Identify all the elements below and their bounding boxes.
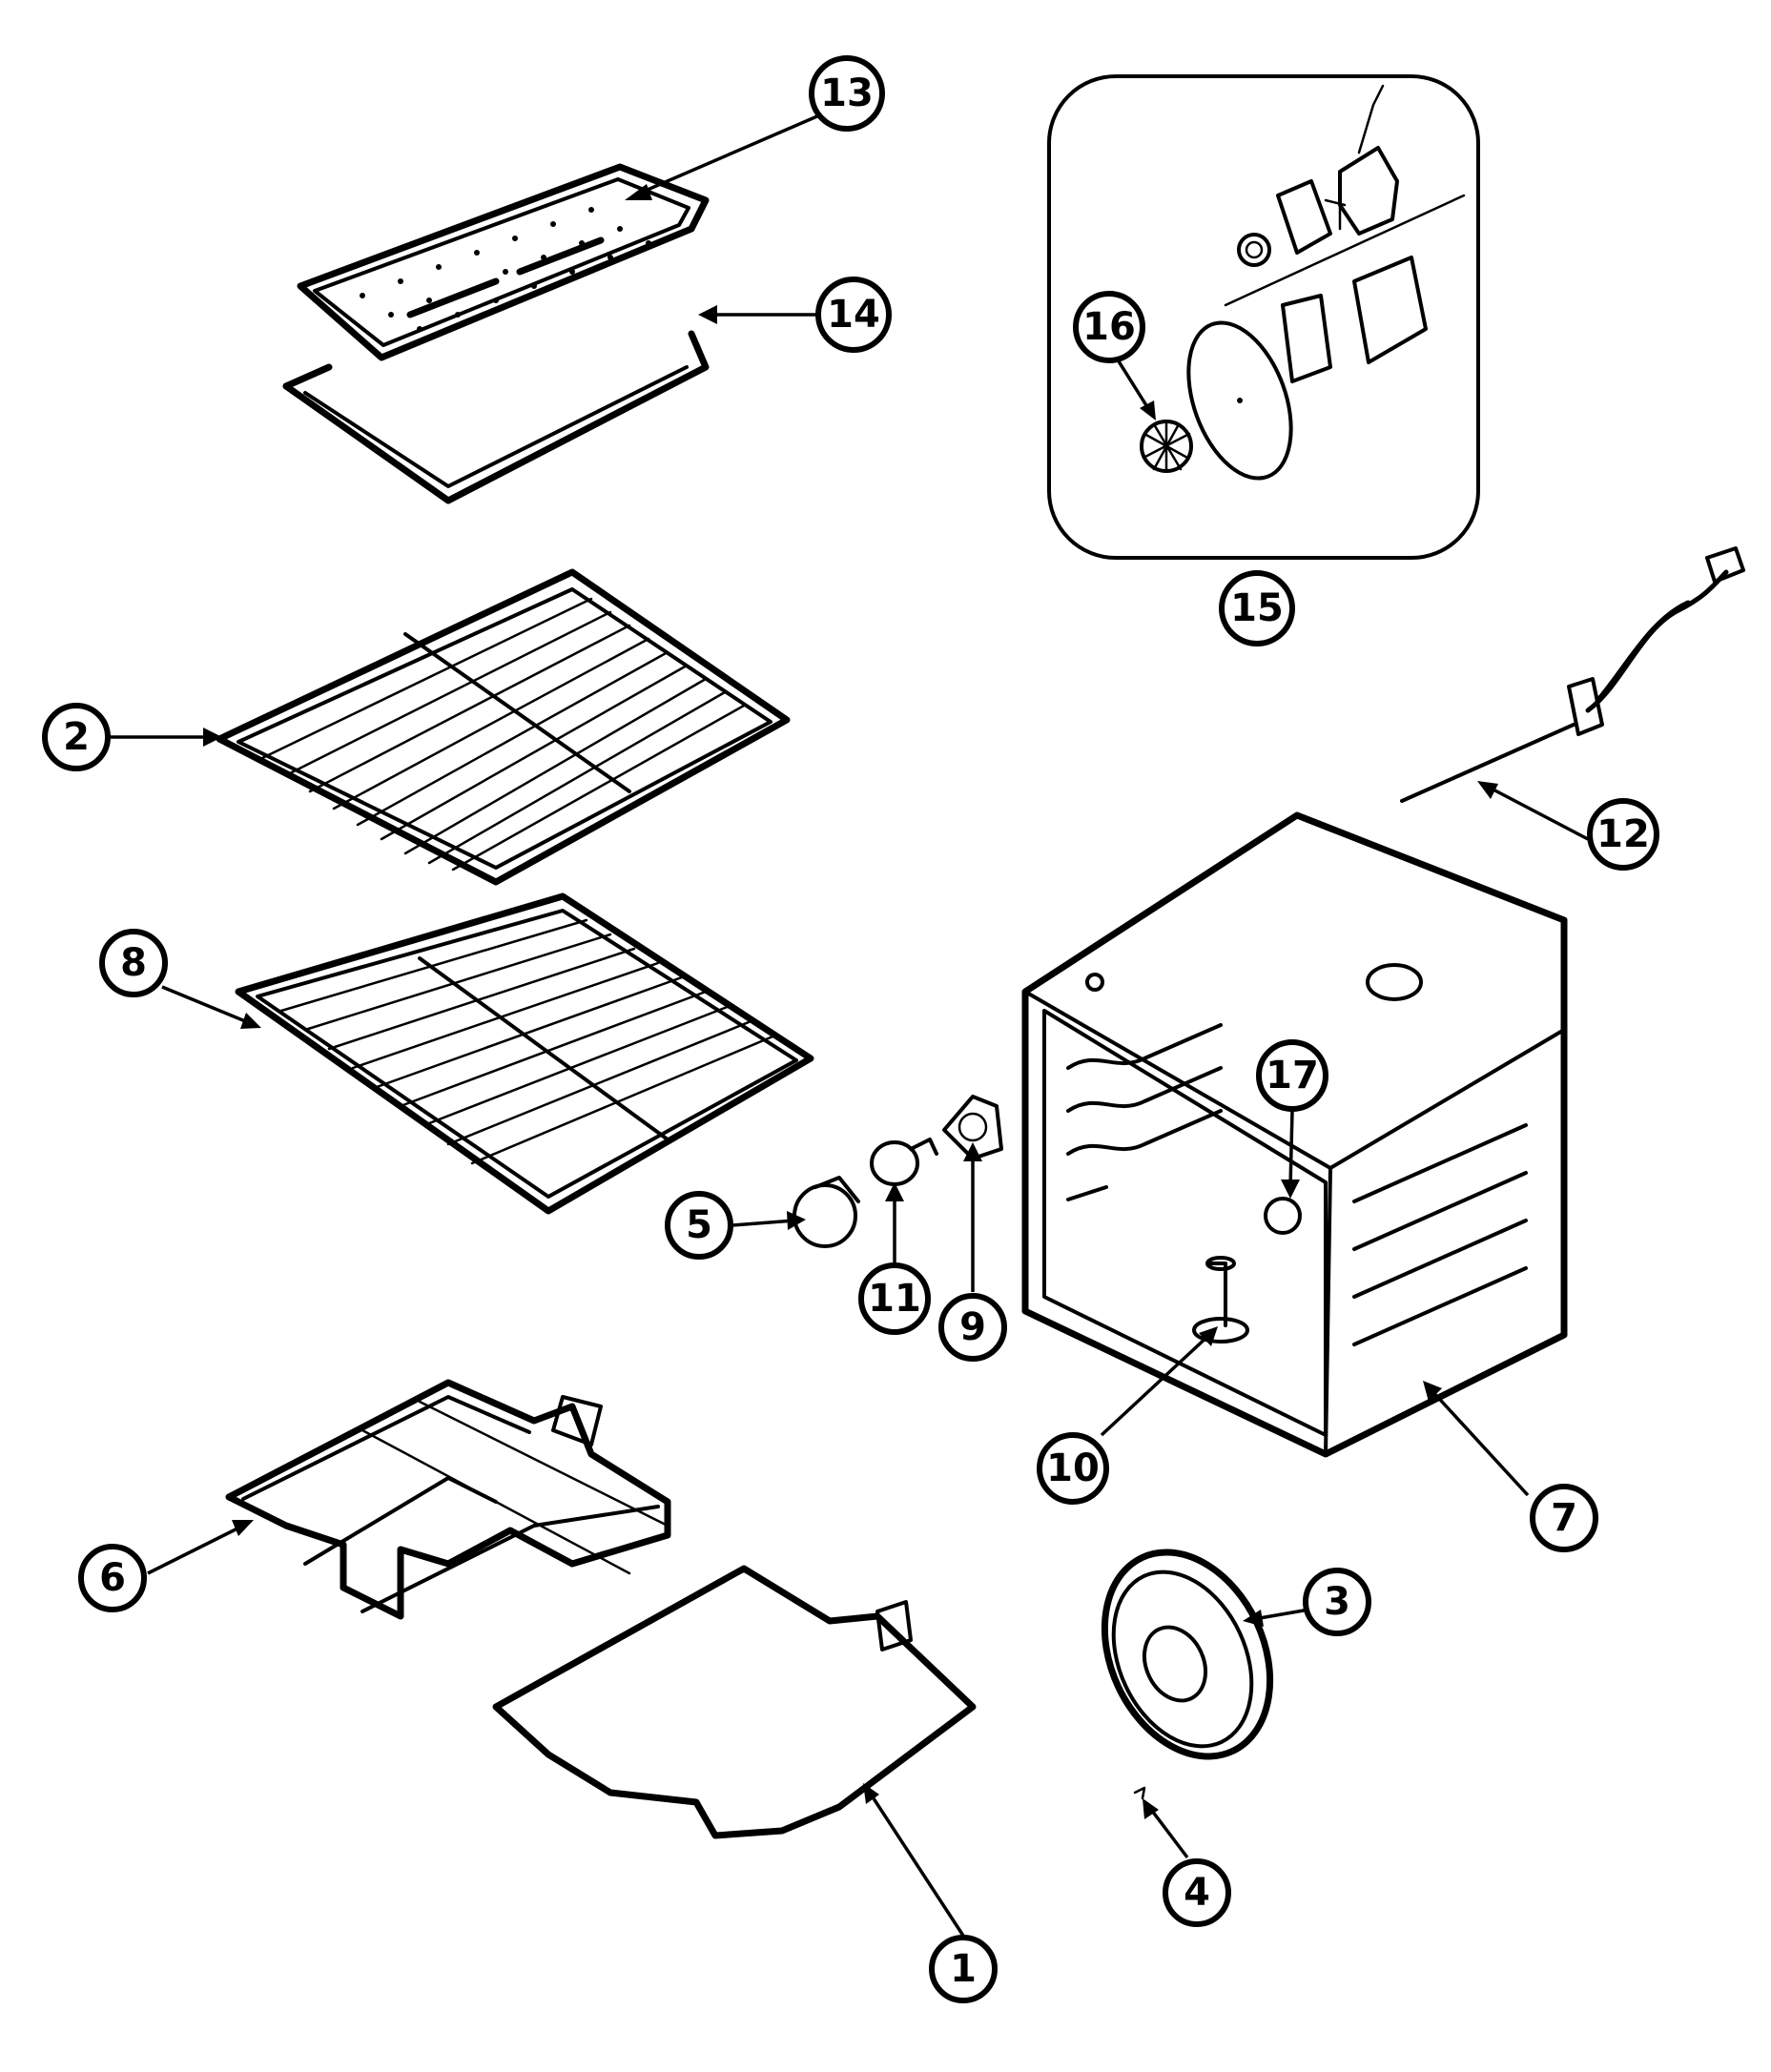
svg-text:6: 6 <box>99 1556 126 1600</box>
leaders <box>110 108 1589 1937</box>
callout-2: 2 <box>42 703 111 771</box>
callout-13: 13 <box>809 55 885 132</box>
temperature-sensor <box>1400 546 1745 803</box>
callout-3: 3 <box>1303 1568 1371 1636</box>
oven-rack-upper <box>216 568 791 886</box>
callout-6: 6 <box>78 1544 147 1612</box>
oven-rack-lower <box>235 892 814 1215</box>
broil-element <box>225 1379 671 1620</box>
svg-text:1: 1 <box>950 1947 977 1991</box>
center-post-base <box>1192 1256 1249 1344</box>
callout-4: 4 <box>1163 1858 1231 1927</box>
broiler-pan <box>282 330 710 504</box>
callout-1: 1 <box>929 1935 998 2003</box>
callout-15: 15 <box>1219 570 1295 646</box>
lamp-bulb <box>870 1138 938 1186</box>
convection-fan-motor <box>1224 84 1466 307</box>
svg-text:13: 13 <box>820 72 874 115</box>
lamp-lens <box>793 1176 860 1248</box>
svg-text:16: 16 <box>1082 305 1136 349</box>
convection-fan-blade <box>1140 420 1193 473</box>
screw <box>1133 1786 1146 1800</box>
broiler-pan-insert <box>297 163 710 361</box>
oven-cavity <box>1021 811 1568 1458</box>
convection-fan-kit-box <box>1047 74 1480 560</box>
svg-text:14: 14 <box>827 293 880 337</box>
callout-11: 11 <box>858 1262 931 1335</box>
callout-5: 5 <box>665 1191 733 1260</box>
svg-text:3: 3 <box>1324 1580 1350 1624</box>
convection-fan-blade-small <box>1237 233 1271 267</box>
svg-text:8: 8 <box>120 941 147 985</box>
bake-element <box>492 1565 977 1839</box>
convection-fan-baffle <box>1186 320 1293 481</box>
callout-16: 16 <box>1073 291 1145 363</box>
svg-text:11: 11 <box>868 1277 921 1321</box>
svg-text:9: 9 <box>959 1305 986 1349</box>
oven-burner-cap <box>1101 1549 1274 1760</box>
svg-text:2: 2 <box>63 715 90 759</box>
convection-fan-cover <box>1281 256 1428 383</box>
callout-8: 8 <box>99 929 168 997</box>
svg-text:15: 15 <box>1230 586 1284 630</box>
callout-10: 10 <box>1037 1432 1109 1505</box>
svg-text:7: 7 <box>1551 1496 1577 1540</box>
svg-text:17: 17 <box>1266 1054 1319 1098</box>
callout-7: 7 <box>1530 1484 1598 1552</box>
svg-text:12: 12 <box>1596 812 1650 856</box>
svg-text:5: 5 <box>686 1203 712 1247</box>
svg-text:10: 10 <box>1046 1446 1100 1490</box>
callout-14: 14 <box>815 277 892 353</box>
svg-text:4: 4 <box>1184 1871 1210 1915</box>
callout-9: 9 <box>938 1293 1007 1362</box>
callout-17: 17 <box>1256 1039 1328 1112</box>
callout-12: 12 <box>1587 798 1659 871</box>
